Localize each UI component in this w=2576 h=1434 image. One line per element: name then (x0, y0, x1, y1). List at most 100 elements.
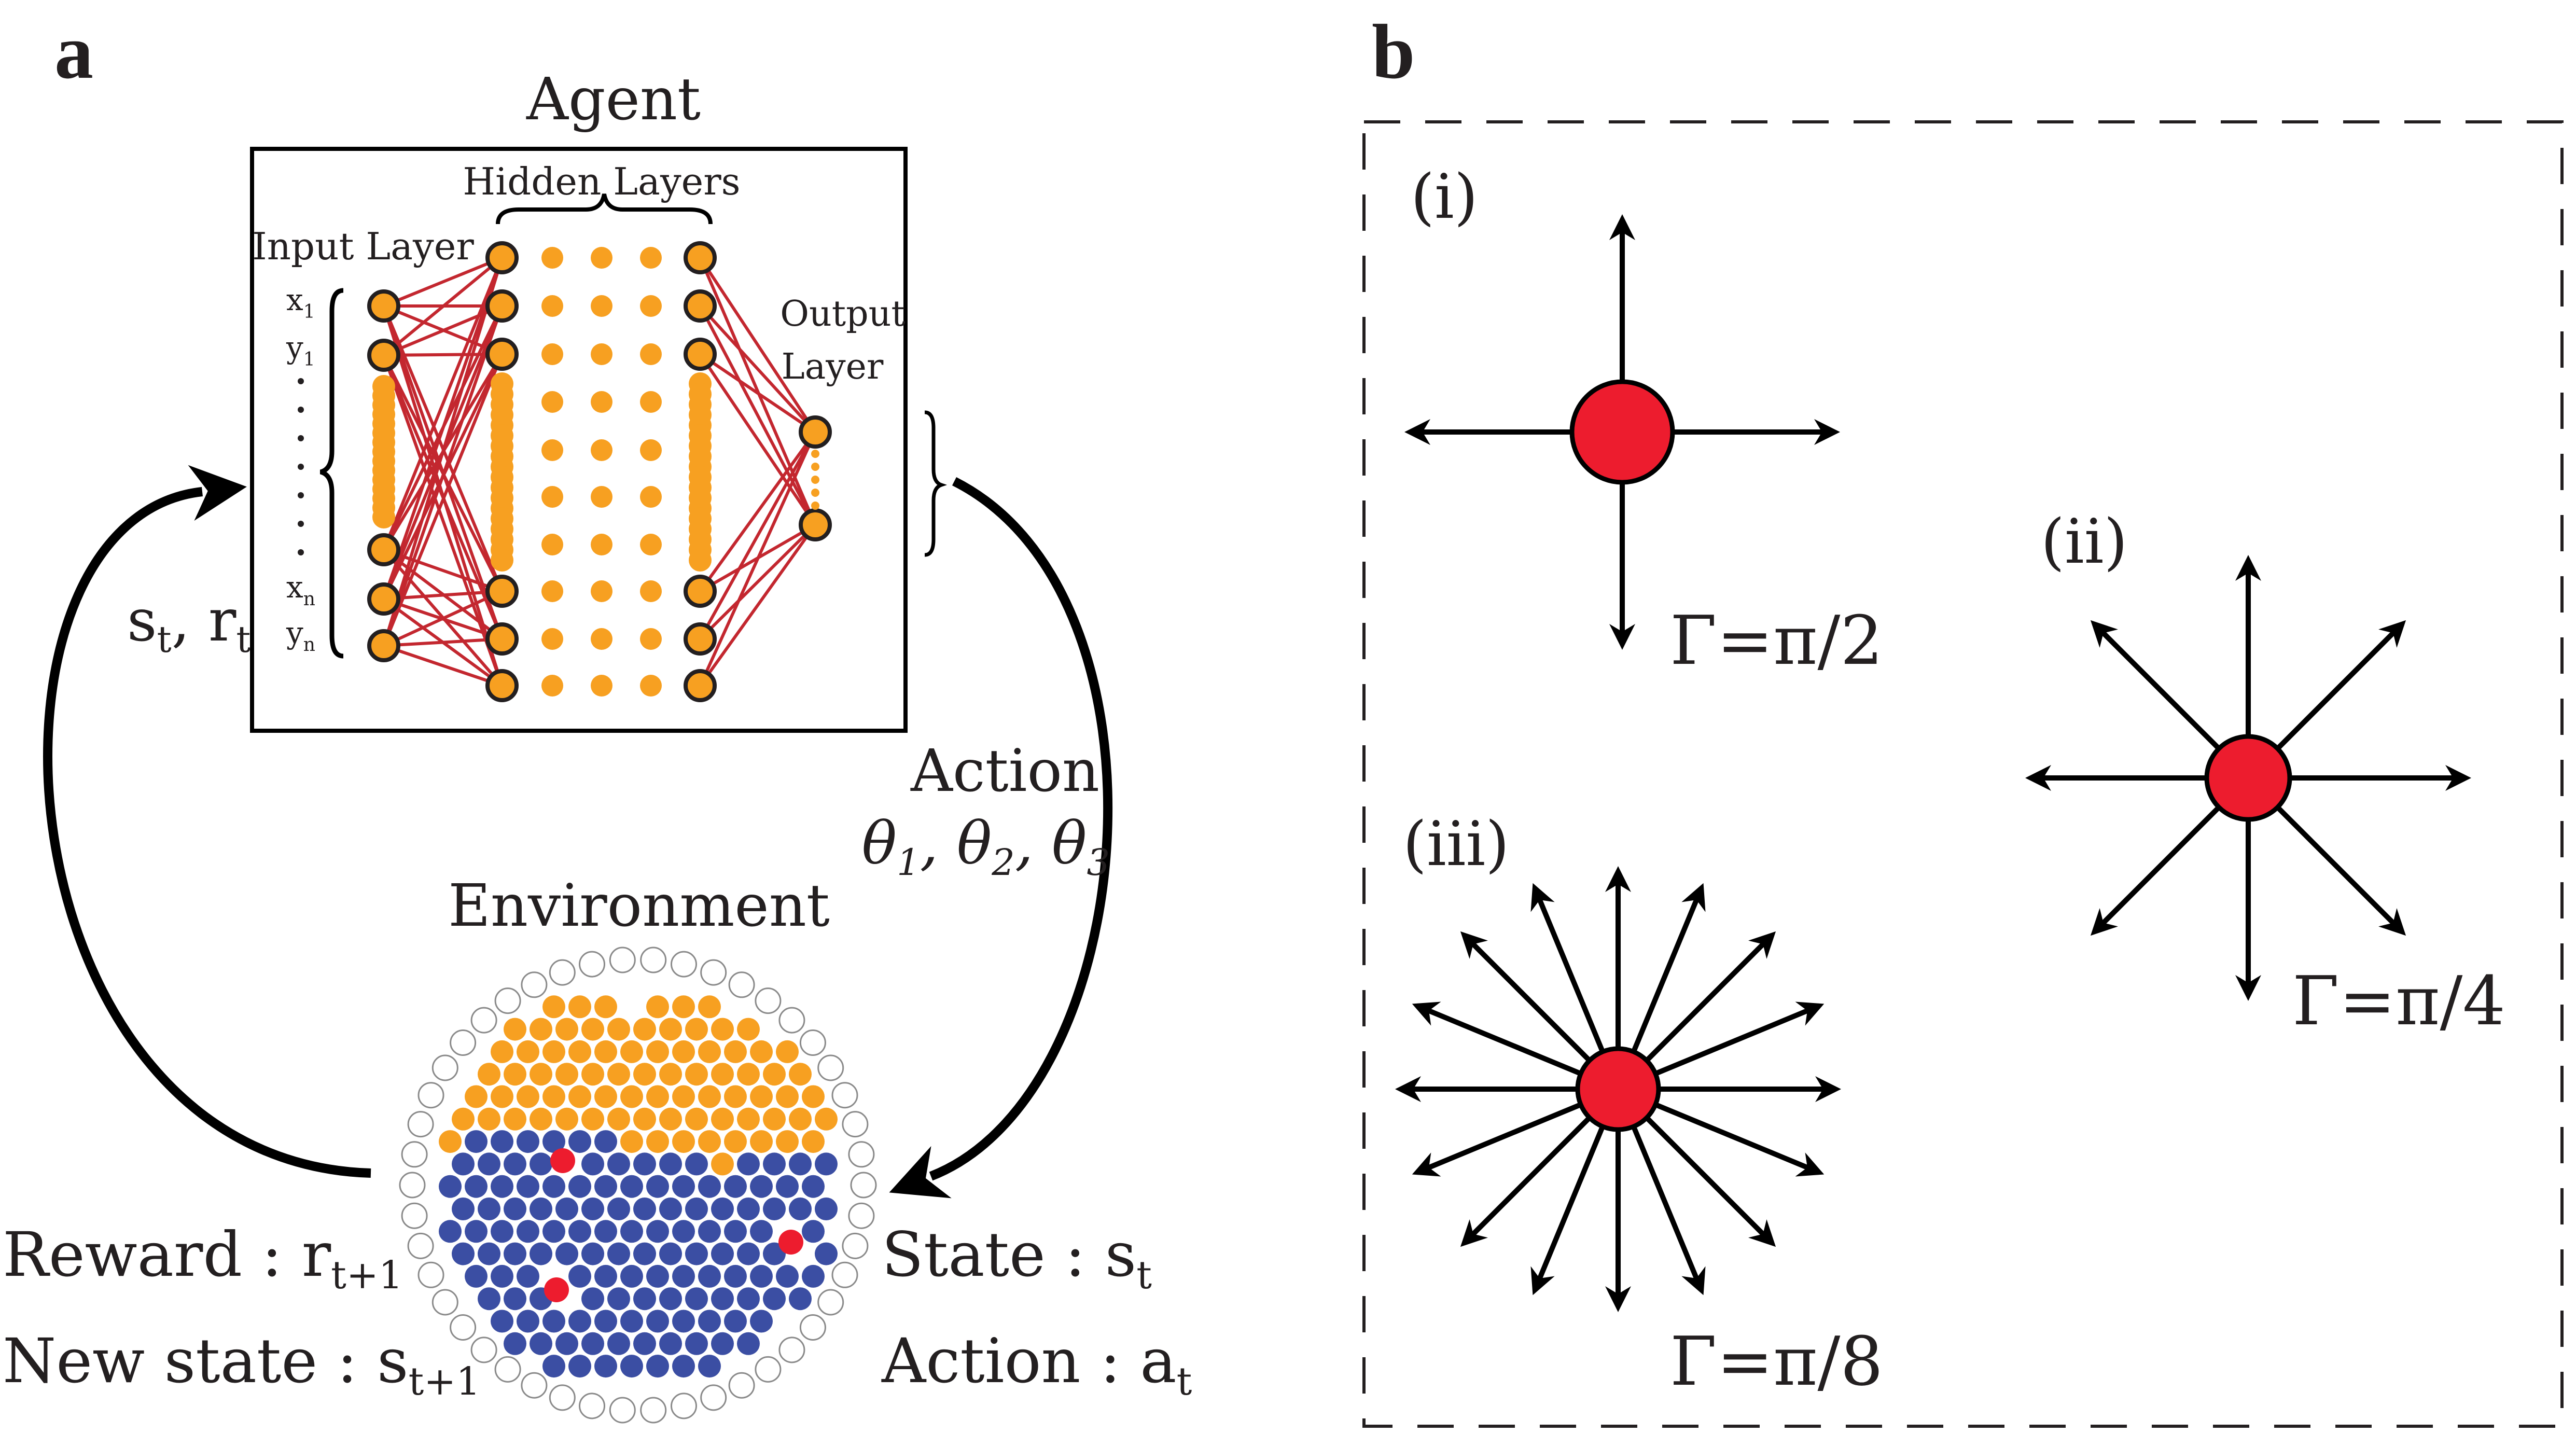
orange-particle (659, 1063, 682, 1086)
input-layer-label: Input Layer (252, 225, 474, 268)
blue-particle (737, 1198, 760, 1220)
blue-particle (659, 1332, 682, 1355)
blue-particle (491, 1264, 513, 1288)
blue-particle (594, 1264, 617, 1288)
blue-particle (542, 1355, 565, 1378)
orange-particle (776, 1040, 799, 1063)
orange-particle (581, 1107, 604, 1131)
input-yn-label: yn (286, 615, 315, 656)
boundary-particle (521, 971, 548, 998)
input-brace (319, 288, 344, 659)
blue-particle (607, 1198, 630, 1220)
blue-particle (698, 1355, 721, 1378)
blue-particle (517, 1175, 539, 1198)
orange-particle (711, 1018, 734, 1041)
reward-line: Reward : rt+1 (3, 1219, 403, 1298)
blue-particle (607, 1152, 630, 1176)
blue-particle (504, 1287, 526, 1311)
boundary-particle (728, 971, 755, 998)
orange-particle (633, 1107, 656, 1131)
orange-particle (698, 1085, 721, 1108)
blue-particle (620, 1220, 643, 1243)
orange-particle (594, 1040, 617, 1063)
hidden-neuron (640, 391, 662, 413)
blue-particle (465, 1264, 488, 1288)
blue-particle (750, 1264, 773, 1288)
output-layer-label-1: Output (780, 294, 906, 335)
environment-particles (399, 946, 877, 1424)
blue-particle (711, 1242, 734, 1265)
output-brace (924, 410, 948, 557)
blue-particle (698, 1310, 721, 1333)
blue-particle (517, 1220, 539, 1243)
orange-particle (737, 1063, 760, 1086)
boundary-particle (450, 1029, 477, 1056)
orange-particle (685, 1063, 708, 1086)
hidden-neuron-fill (491, 549, 513, 572)
hidden-neuron (640, 247, 662, 269)
orange-particle (789, 1063, 812, 1086)
hidden-neuron (640, 343, 662, 365)
connection-line (383, 256, 503, 357)
blue-particle (672, 1175, 695, 1198)
blue-particle (815, 1242, 838, 1265)
blue-particle (750, 1220, 773, 1243)
orange-particle (685, 1107, 708, 1131)
input-neuron-fill (372, 506, 395, 528)
hidden-neuron (485, 575, 519, 608)
boundary-particle (494, 1356, 521, 1383)
blue-particle (555, 1198, 578, 1220)
hidden-neuron (591, 295, 612, 317)
orange-particle (633, 1018, 656, 1041)
blue-particle (724, 1220, 747, 1243)
output-neuron-ellipsis (811, 489, 819, 497)
hidden-neuron (541, 534, 563, 555)
hidden-neuron (684, 669, 717, 702)
blue-particle (724, 1175, 747, 1198)
orange-particle (763, 1063, 786, 1086)
gamma-pi-4: Γ=π/4 (2292, 962, 2505, 1040)
blue-particle (530, 1198, 552, 1220)
blue-particle (659, 1152, 682, 1176)
orange-particle (607, 1107, 630, 1131)
blue-particle (465, 1175, 488, 1198)
connection-line (699, 431, 817, 592)
boundary-particle (431, 1289, 458, 1316)
gamma-pi-2: Γ=π/2 (1670, 601, 1883, 680)
blue-particle (620, 1310, 643, 1333)
orange-particle (711, 1152, 734, 1176)
connection-line (383, 637, 503, 647)
environment-title: Environment (448, 872, 830, 940)
orange-particle (530, 1063, 552, 1086)
blue-particle (776, 1175, 799, 1198)
roman-iii: (iii) (1403, 808, 1509, 880)
roman-i: (i) (1411, 161, 1478, 232)
hidden-neuron-fill (689, 549, 712, 572)
hidden-neuron (591, 247, 612, 269)
orange-particle (646, 1085, 669, 1108)
orange-particle (724, 1040, 747, 1063)
hidden-neuron (640, 534, 662, 555)
hidden-neuron (485, 338, 519, 371)
blue-particle (555, 1332, 578, 1355)
hidden-neuron (684, 575, 717, 608)
orange-particle (802, 1085, 825, 1108)
hidden-neuron (541, 247, 563, 269)
input-x1-label: x1 (286, 282, 315, 323)
blue-particle (685, 1198, 708, 1220)
hidden-neuron (684, 338, 717, 371)
blue-particle (763, 1152, 786, 1176)
orange-particle (568, 1085, 591, 1108)
orange-particle (659, 1107, 682, 1131)
orange-particle (750, 1085, 773, 1108)
hidden-neuron (541, 391, 563, 413)
orange-particle (581, 1018, 604, 1041)
blue-particle (465, 1220, 488, 1243)
boundary-particle (470, 1007, 497, 1034)
orange-particle (737, 1018, 760, 1041)
blue-particle (594, 1310, 617, 1333)
orange-particle (724, 1085, 747, 1108)
blue-particle (672, 1220, 695, 1243)
input-xn-label: xn (286, 569, 315, 610)
orange-particle (439, 1130, 462, 1153)
